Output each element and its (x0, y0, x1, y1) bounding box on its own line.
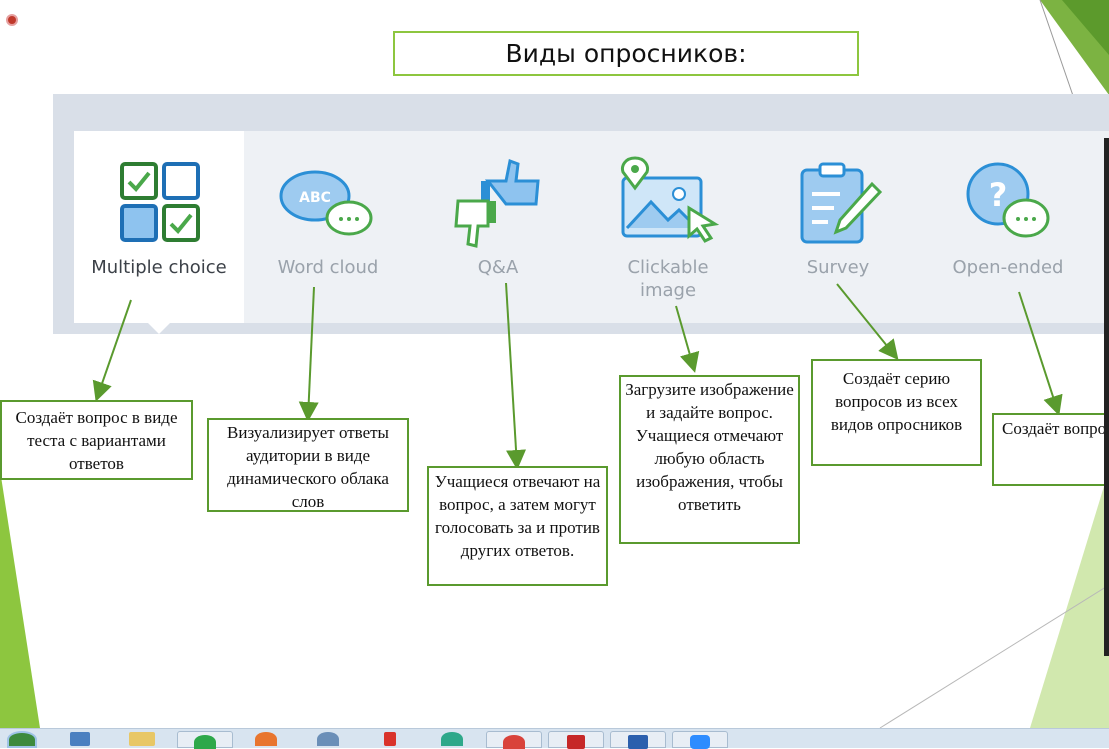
svg-text:ABC: ABC (299, 190, 331, 206)
description-clickable-image: Загрузите изображение и задайте вопрос. … (619, 375, 800, 544)
taskbar (0, 728, 1109, 749)
tab-survey[interactable]: Survey (752, 131, 924, 323)
description-survey: Создаёт серию вопросов из всех видов опр… (811, 359, 982, 466)
tab-qa[interactable]: Q&A (412, 131, 584, 323)
poll-type-tabs (74, 131, 1109, 323)
firefox-icon[interactable] (255, 732, 277, 746)
tab-multiple-choice[interactable]: Multiple choice (74, 131, 244, 323)
description-word-cloud: Визуализирует ответы аудитории в виде ди… (207, 418, 409, 512)
zoom-icon (690, 735, 710, 749)
tab-label: Q&A (477, 257, 519, 278)
yandex-icon[interactable] (384, 732, 396, 746)
survey-icon (800, 162, 883, 244)
tab-label: Multiple choice (91, 257, 227, 278)
selected-tab-background (74, 131, 244, 323)
description-open-ended: Создаёт вопрос с открытым ответом (992, 413, 1109, 486)
taskbar-button-pdf[interactable] (548, 731, 604, 749)
start-orb-icon[interactable] (7, 731, 37, 748)
folder-icon[interactable] (129, 732, 155, 746)
open-ended-icon: ? (966, 162, 1050, 238)
network-app-icon[interactable] (441, 732, 463, 746)
window-icon[interactable] (70, 732, 90, 746)
taskbar-button-chrome[interactable] (486, 731, 542, 749)
tab-open-ended[interactable]: ? Open-ended (924, 131, 1092, 323)
tab-word-cloud[interactable]: ABC Word cloud (244, 131, 412, 323)
word-icon (628, 735, 648, 749)
selected-tab-pointer (147, 322, 171, 334)
thumbs-icon (454, 158, 540, 248)
tab-label: Open-ended (952, 257, 1064, 278)
description-multiple-choice: Создаёт вопрос в виде теста с вариантами… (0, 400, 193, 480)
audio-icon[interactable] (317, 732, 339, 746)
pdf-icon (567, 735, 585, 749)
multiple-choice-icon (120, 162, 200, 242)
description-qa: Учащиеся отвечают на вопрос, а затем мог… (427, 466, 608, 586)
green-app-icon (194, 735, 216, 749)
taskbar-button-word[interactable] (610, 731, 666, 749)
clickable-image-icon (621, 156, 720, 243)
svg-text:?: ? (989, 176, 1008, 214)
tab-label: Clickable image (627, 257, 709, 301)
chrome-icon (503, 735, 525, 749)
tab-clickable-image[interactable]: Clickable image (584, 131, 752, 323)
tab-label: Survey (806, 257, 870, 278)
taskbar-button-zoom[interactable] (672, 731, 728, 749)
window-edge (1104, 138, 1109, 656)
tab-label: Word cloud (277, 257, 379, 278)
taskbar-button-green-app[interactable] (177, 731, 233, 749)
slide-title: Виды опросников: (393, 31, 859, 76)
word-cloud-icon: ABC (279, 170, 373, 236)
